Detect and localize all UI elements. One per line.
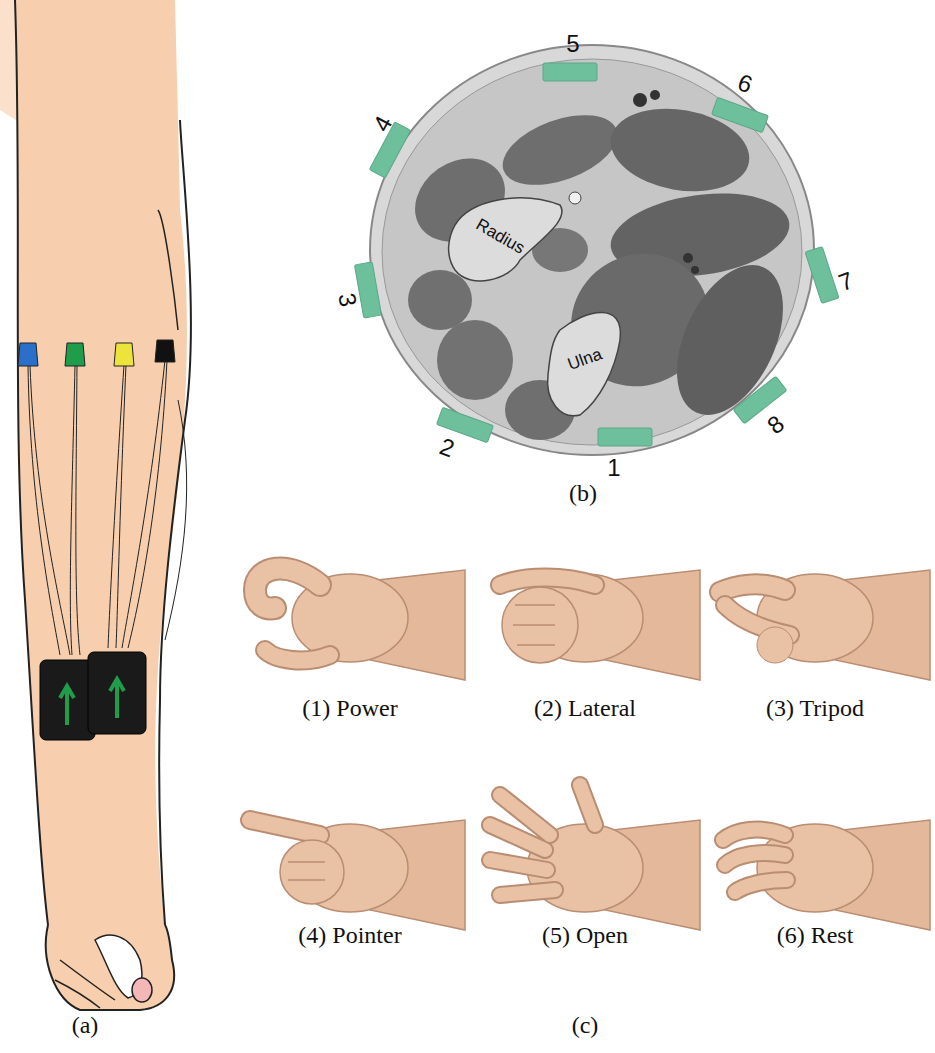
callout-number: 1 bbox=[607, 455, 620, 481]
hand-photo-part bbox=[255, 569, 320, 609]
hand-photo-part bbox=[250, 820, 320, 835]
hand-photo-part bbox=[250, 820, 320, 835]
electrode-cables-part bbox=[116, 365, 126, 648]
hand-photo-part bbox=[500, 578, 595, 586]
arm-drawing-part bbox=[15, 0, 187, 925]
electrode-cables-part bbox=[128, 360, 167, 648]
cross-section-part bbox=[683, 253, 693, 263]
grip-caption: (5) Open bbox=[542, 922, 628, 948]
cross-section-part bbox=[548, 313, 621, 416]
arm-drawing-part bbox=[159, 120, 191, 925]
callout-number: 3 bbox=[333, 291, 361, 309]
sensor-boxes-part bbox=[88, 652, 146, 734]
grip-caption: (6) Rest bbox=[777, 922, 854, 948]
hand-photo-part bbox=[720, 584, 785, 592]
hand-photo bbox=[500, 570, 700, 680]
hand-photo bbox=[250, 820, 465, 930]
cross-section bbox=[370, 45, 814, 455]
callout-number: 5 bbox=[566, 31, 579, 57]
electrode-pads bbox=[354, 63, 838, 446]
electrode-pads-part bbox=[805, 247, 839, 304]
cross-section-part bbox=[449, 198, 562, 281]
hand-photo-part bbox=[490, 785, 595, 895]
electrode-pads-part bbox=[733, 376, 787, 423]
cross-section-part bbox=[691, 266, 699, 274]
hand-photo-part bbox=[513, 605, 555, 645]
cross-section-part bbox=[650, 90, 660, 100]
hand-photo-part bbox=[280, 840, 344, 904]
cross-section-part bbox=[370, 45, 814, 455]
cross-section-part bbox=[655, 248, 804, 431]
electrode-heads bbox=[18, 340, 175, 366]
cross-section-part bbox=[408, 270, 472, 330]
grip-caption: (3) Tripod bbox=[766, 695, 864, 721]
grip-caption: (1) Power bbox=[302, 695, 397, 721]
hand-photo-part bbox=[720, 584, 785, 592]
arm-drawing bbox=[0, 0, 191, 1010]
sensor-boxes-part bbox=[40, 660, 95, 740]
electrode-cables-part bbox=[76, 365, 80, 655]
sensor-boxes-part bbox=[110, 679, 124, 718]
panel-label: (b) bbox=[569, 480, 597, 506]
hand-photo-part bbox=[288, 862, 325, 880]
hand-photo bbox=[490, 785, 700, 930]
hand-photo-part bbox=[723, 830, 787, 892]
arm-drawing-part bbox=[132, 978, 152, 1002]
hand-photo-part bbox=[723, 830, 787, 892]
electrode-pads-part bbox=[543, 63, 597, 81]
arm-drawing-part bbox=[46, 925, 174, 1010]
electrode-cables bbox=[28, 360, 187, 655]
arm-drawing-part bbox=[55, 960, 115, 1008]
cross-section-part bbox=[437, 320, 513, 400]
panel-label: (c) bbox=[572, 1012, 599, 1038]
arm-drawing-part bbox=[15, 0, 48, 925]
arm-drawing-part bbox=[158, 210, 178, 330]
callout-number: 2 bbox=[436, 433, 458, 462]
hand-photo-part bbox=[490, 785, 595, 895]
electrode-heads-part bbox=[114, 343, 134, 366]
hand-photo bbox=[720, 570, 930, 680]
cross-section-part bbox=[493, 101, 626, 198]
cross-section-part bbox=[569, 192, 581, 204]
cross-section-part bbox=[633, 93, 647, 107]
hand-photo bbox=[255, 569, 465, 680]
electrode-cables-part bbox=[70, 365, 75, 655]
hand-photo-part bbox=[500, 578, 595, 586]
callout-number: 4 bbox=[368, 112, 398, 136]
hand-photo-part bbox=[255, 569, 320, 609]
electrode-cables-part bbox=[165, 400, 187, 640]
electrode-cables-part bbox=[108, 365, 124, 648]
sensor-boxes bbox=[40, 652, 146, 740]
hand-photo-part bbox=[265, 650, 330, 660]
hand-photo-part bbox=[757, 627, 793, 663]
electrode-cables-part bbox=[122, 360, 165, 648]
grip-caption: (2) Lateral bbox=[534, 695, 636, 721]
sensor-boxes-part bbox=[60, 686, 74, 725]
callout-number: 8 bbox=[763, 410, 790, 439]
electrode-heads-part bbox=[18, 343, 38, 366]
electrode-pads-part bbox=[712, 97, 769, 132]
hand-photo-part bbox=[502, 587, 578, 663]
hand-photo bbox=[723, 820, 930, 930]
electrode-cables-part bbox=[30, 365, 70, 655]
grip-caption: (4) Pointer bbox=[298, 922, 401, 948]
electrode-heads-part bbox=[155, 340, 175, 362]
hand-photo-part bbox=[265, 650, 330, 660]
electrode-pads-part bbox=[598, 428, 652, 446]
electrode-pads-part bbox=[354, 262, 381, 318]
callout-number: 6 bbox=[734, 69, 756, 98]
electrode-heads-part bbox=[65, 343, 85, 366]
panel-label: (a) bbox=[72, 1012, 99, 1038]
callout-number: 7 bbox=[835, 267, 857, 296]
